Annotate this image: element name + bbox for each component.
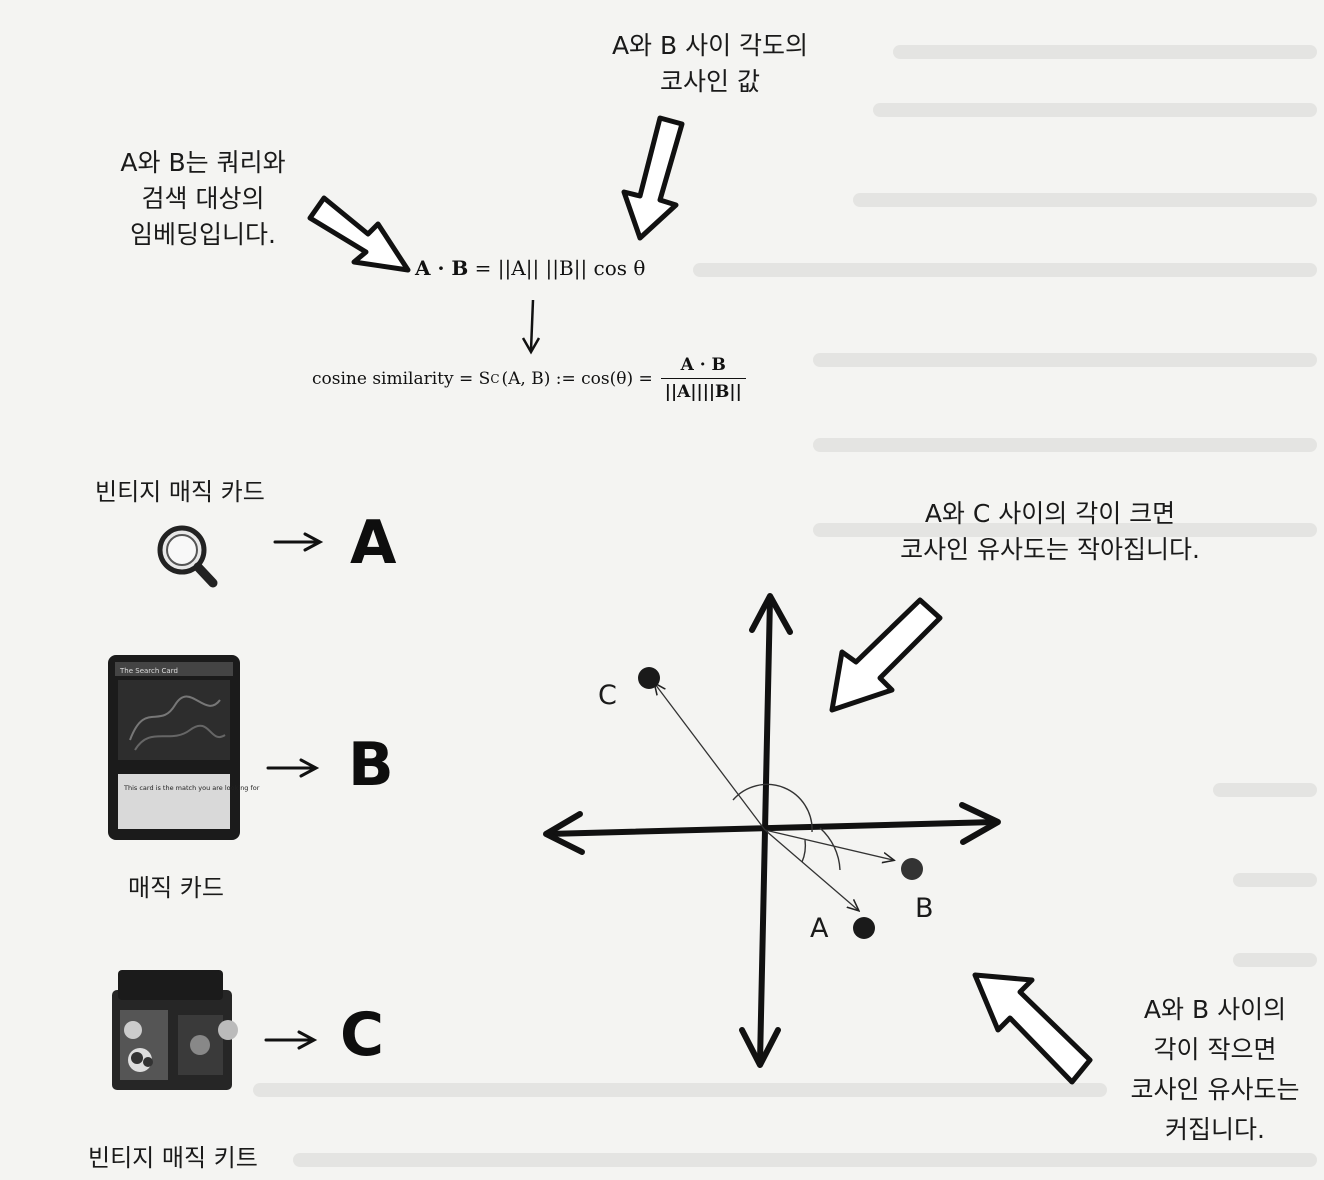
- annotation-line: 코사인 값: [660, 67, 760, 96]
- magic-card-image: The Search Card This card is the match y…: [108, 655, 260, 840]
- formula-lhs: cosine similarity = S: [312, 368, 491, 389]
- down-arrow: [521, 299, 541, 355]
- annotation-line: A와 B 사이의: [1143, 995, 1287, 1024]
- item-letter-b: B: [348, 730, 394, 800]
- annotation-line: A와 B는 쿼리와: [120, 148, 286, 177]
- formula-denominator: ||A||||B||: [660, 378, 746, 402]
- point-c: [638, 667, 660, 689]
- card-title: The Search Card: [119, 667, 178, 675]
- formula-rhs: = ||A|| ||B|| cos θ: [474, 256, 646, 280]
- annotation-line: A와 B 사이 각도의: [611, 31, 809, 60]
- magnifier-icon: [157, 525, 218, 588]
- item-arrow-a: [273, 532, 324, 552]
- vector-b: [764, 829, 893, 860]
- hollow-arrow-down-left: [829, 597, 943, 713]
- annotation-line: 코사인 유사도는: [1130, 1075, 1300, 1104]
- plot-axes: [543, 593, 1001, 1068]
- annotation-small-angle: A와 B 사이의 각이 작으면 코사인 유사도는 커집니다.: [1110, 990, 1320, 1150]
- annotation-cosine-value: A와 B 사이 각도의 코사인 값: [560, 28, 860, 100]
- annotation-line: 검색 대상의: [141, 184, 265, 213]
- item-letter-c: C: [340, 1000, 385, 1070]
- hollow-arrow-up-left: [972, 972, 1093, 1085]
- angle-arc-outer: [819, 827, 841, 871]
- magic-kit-image: [112, 970, 238, 1090]
- item-label-b: 매직 카드: [128, 874, 224, 902]
- formula-mid: (A, B) := cos(θ) =: [501, 368, 653, 389]
- point-label-b: B: [915, 893, 934, 924]
- point-b: [901, 858, 923, 880]
- point-label-a: A: [810, 913, 829, 944]
- formula-fraction: A · B ||A||||B||: [660, 355, 746, 402]
- point-a: [853, 917, 875, 939]
- item-letter-a: A: [350, 508, 397, 578]
- annotation-large-angle: A와 C 사이의 각이 크면 코사인 유사도는 작아집니다.: [860, 496, 1240, 568]
- item-label-c: 빈티지 매직 키트: [88, 1144, 258, 1172]
- hollow-arrow-down: [621, 115, 685, 241]
- annotation-line: 코사인 유사도는 작아집니다.: [900, 535, 1200, 564]
- item-label-a: 빈티지 매직 카드: [95, 478, 265, 506]
- annotation-embeddings: A와 B는 쿼리와 검색 대상의 임베딩입니다.: [88, 145, 318, 253]
- annotation-line: 임베딩입니다.: [130, 220, 276, 249]
- dot-product-formula: A · B = ||A|| ||B|| cos θ: [415, 256, 645, 280]
- annotation-line: 각이 작으면: [1153, 1035, 1277, 1064]
- formula-numerator: A · B: [680, 355, 726, 375]
- angle-arc-large: [732, 783, 813, 833]
- angle-arc-small: [801, 839, 807, 863]
- card-body: This card is the match you are looking f…: [123, 784, 260, 792]
- hollow-arrow-right: [307, 195, 411, 273]
- item-arrow-b: [266, 758, 320, 778]
- vector-a: [764, 829, 858, 910]
- item-arrow-c: [264, 1030, 318, 1050]
- vector-c: [655, 684, 766, 831]
- formula-subscript: C: [490, 371, 500, 386]
- annotation-line: 커집니다.: [1165, 1115, 1265, 1144]
- annotation-line: A와 C 사이의 각이 크면: [924, 499, 1176, 528]
- formula-lhs: A · B: [415, 256, 469, 280]
- point-label-c: C: [598, 680, 617, 711]
